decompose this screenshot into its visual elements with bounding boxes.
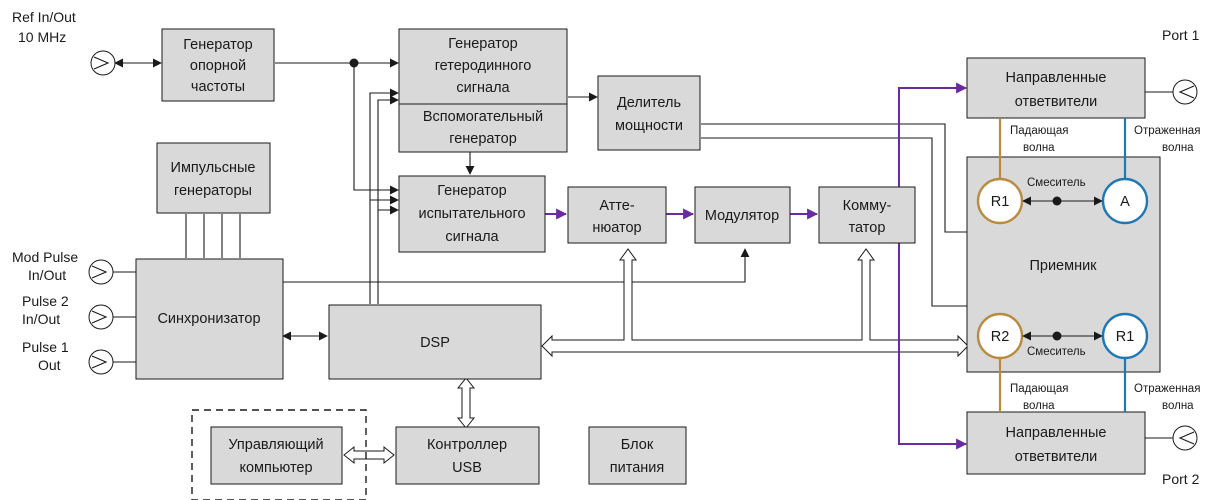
svg-text:Вспомогательный: Вспомогательный (423, 109, 543, 125)
svg-text:Направленные: Направленные (1006, 425, 1107, 441)
svg-text:сигнала: сигнала (445, 229, 499, 245)
ref-connector-icon (90, 50, 116, 76)
svg-text:DSP: DSP (420, 335, 450, 351)
coupler-bottom-block: Направленные ответвители (966, 411, 1146, 475)
port2-label: Port 2 (1162, 471, 1200, 487)
pulse2-label: Pulse 2 In/Out (22, 293, 69, 327)
svg-text:компьютер: компьютер (239, 460, 312, 476)
svg-text:Делитель: Делитель (617, 95, 681, 111)
test-signal-generator-block: Генератор испытательного сигнала (398, 175, 546, 253)
svg-text:Синхронизатор: Синхронизатор (157, 311, 260, 327)
usb-controller-block: Контроллер USB (395, 426, 540, 485)
svg-text:Отраженная: Отраженная (1134, 125, 1200, 137)
svg-text:волна: волна (1162, 400, 1194, 412)
dsp-receiver-bus (541, 248, 969, 358)
svg-text:испытательного: испытательного (418, 206, 525, 222)
a-detector: A (1101, 177, 1149, 225)
svg-text:Pulse 2: Pulse 2 (22, 293, 69, 309)
svg-text:Генератор: Генератор (183, 37, 252, 53)
svg-text:In/Out: In/Out (28, 267, 66, 283)
svg-text:ответвители: ответвители (1015, 449, 1098, 465)
r2-detector: R2 (976, 312, 1024, 360)
port2-connector-icon (1172, 425, 1198, 451)
svg-text:волна: волна (1023, 400, 1055, 412)
svg-text:Атте-: Атте- (599, 198, 635, 214)
svg-text:A: A (1120, 194, 1130, 210)
svg-text:нюатор: нюатор (592, 220, 641, 236)
port1-label: Port 1 (1162, 27, 1200, 43)
svg-text:Модулятор: Модулятор (705, 208, 779, 224)
svg-text:Падающая: Падающая (1010, 383, 1068, 395)
reflected-wave-bottom-label: Отраженная волна (1134, 383, 1200, 412)
svg-text:R2: R2 (991, 329, 1010, 345)
svg-text:Приемник: Приемник (1029, 258, 1097, 274)
usb-pc-bus (343, 445, 395, 465)
port1-connector-icon (1172, 79, 1198, 105)
svg-text:Pulse 1: Pulse 1 (22, 339, 69, 355)
synchronizer-block: Синхронизатор (135, 258, 284, 380)
svg-text:Направленные: Направленные (1006, 70, 1107, 86)
svg-text:10 MHz: 10 MHz (18, 29, 66, 45)
pulse1-label: Pulse 1 Out (22, 339, 69, 373)
svg-text:сигнала: сигнала (456, 80, 510, 96)
svg-text:In/Out: In/Out (22, 311, 60, 327)
svg-text:опорной: опорной (190, 58, 246, 74)
mod-connector-icon (88, 259, 114, 285)
svg-text:татор: татор (849, 220, 886, 236)
power-supply-block: Блок питания (588, 426, 687, 485)
svg-text:Генератор: Генератор (437, 183, 506, 199)
svg-text:генераторы: генераторы (174, 183, 252, 199)
pulse1-connector-icon (88, 349, 114, 375)
svg-text:R1: R1 (991, 194, 1010, 210)
control-computer-block: Управляющий компьютер (210, 426, 343, 485)
mod-pulse-label: Mod Pulse In/Out (12, 249, 78, 283)
coupler-top-block: Направленные ответвители (966, 57, 1146, 119)
attenuator-block: Атте- нюатор (567, 186, 667, 244)
svg-text:Управляющий: Управляющий (228, 437, 323, 453)
switch-block: Комму- татор (818, 186, 916, 244)
svg-text:R1: R1 (1116, 329, 1135, 345)
svg-text:Импульсные: Импульсные (171, 160, 256, 176)
svg-text:волна: волна (1162, 142, 1194, 154)
svg-text:USB: USB (452, 460, 482, 476)
svg-text:генератор: генератор (449, 131, 517, 147)
mixer-bottom-label: Смеситель (1027, 346, 1086, 358)
modulator-block: Модулятор (694, 186, 791, 244)
svg-text:мощности: мощности (615, 118, 683, 134)
ref-io-label: Ref In/Out 10 MHz (12, 9, 76, 45)
svg-text:питания: питания (610, 460, 664, 476)
reflected-wave-top-label: Отраженная волна (1134, 125, 1200, 154)
mixer-top-label: Смеситель (1027, 177, 1086, 189)
ref-generator-block: Генератор опорной частоты (161, 28, 275, 102)
dsp-block: DSP (328, 304, 542, 380)
svg-text:Отраженная: Отраженная (1134, 383, 1200, 395)
svg-text:Блок: Блок (621, 437, 654, 453)
r1-bottom-detector: R1 (1101, 312, 1149, 360)
svg-text:Ref In/Out: Ref In/Out (12, 9, 76, 25)
svg-text:Падающая: Падающая (1010, 125, 1068, 137)
incident-wave-bottom-label: Падающая волна (1010, 383, 1068, 412)
svg-text:Mod Pulse: Mod Pulse (12, 249, 78, 265)
svg-text:ответвители: ответвители (1015, 94, 1098, 110)
lo-generator-block: Генератор гетеродинного сигнала Вспомога… (398, 28, 568, 153)
svg-text:Генератор: Генератор (448, 36, 517, 52)
svg-text:частоты: частоты (191, 79, 245, 95)
dsp-usb-bus (456, 377, 476, 429)
svg-text:Контроллер: Контроллер (427, 437, 507, 453)
svg-text:волна: волна (1023, 142, 1055, 154)
r1-top-detector: R1 (976, 177, 1024, 225)
svg-text:гетеродинного: гетеродинного (435, 58, 532, 74)
incident-wave-top-label: Падающая волна (1010, 125, 1068, 154)
svg-text:Out: Out (38, 357, 61, 373)
svg-text:Комму-: Комму- (843, 198, 892, 214)
power-divider-block: Делитель мощности (597, 75, 701, 151)
pc-enclosure (191, 409, 367, 500)
pulse2-connector-icon (88, 304, 114, 330)
pulse-generators-block: Импульсные генераторы (156, 142, 271, 214)
